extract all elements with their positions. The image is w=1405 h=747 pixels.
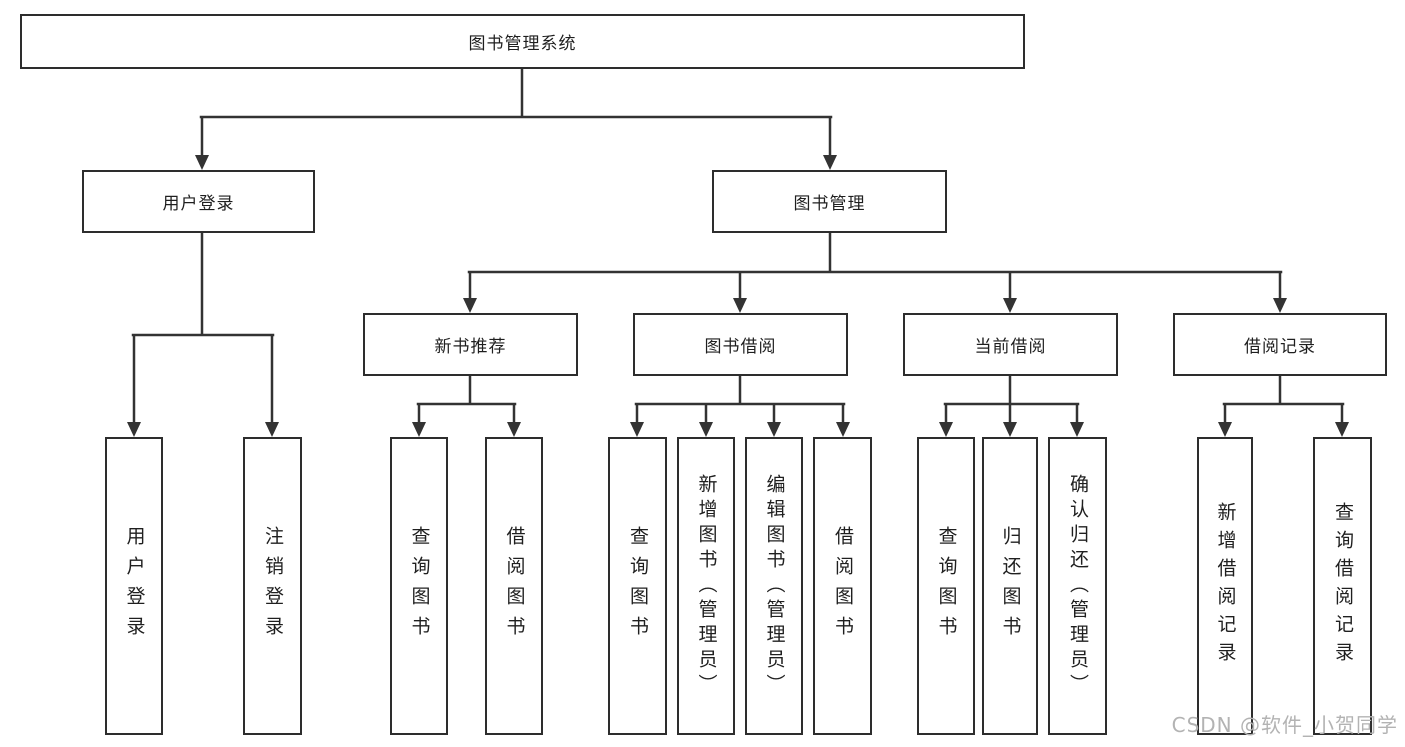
connector-book-management: [463, 231, 1287, 313]
connector-borrow-records: [1218, 374, 1349, 437]
leaf-return-books: 归还图书: [982, 437, 1038, 735]
leaf-logout: 注销登录: [243, 437, 302, 735]
watermark: CSDN @软件_小贺同学: [1171, 713, 1398, 737]
leaf-add-borrow-record: 新增借阅记录: [1197, 437, 1253, 735]
leaf-query-books-2: 查询图书: [608, 437, 667, 735]
node-borrow-records: 借阅记录: [1173, 313, 1387, 376]
leaf-confirm-return-admin: 确认归还（管理员）: [1048, 437, 1107, 735]
leaf-user-login: 用户登录: [105, 437, 163, 735]
leaf-query-books-3: 查询图书: [917, 437, 975, 735]
connector-root: [195, 67, 837, 170]
node-current-borrow: 当前借阅: [903, 313, 1118, 376]
leaf-query-borrow-record: 查询借阅记录: [1313, 437, 1372, 735]
connector-book-borrow: [630, 374, 850, 437]
connector-current-borrow: [939, 374, 1084, 437]
node-book-management: 图书管理: [712, 170, 947, 233]
leaf-edit-book-admin: 编辑图书（管理员）: [745, 437, 803, 735]
leaf-query-books-1: 查询图书: [390, 437, 448, 735]
node-book-borrow: 图书借阅: [633, 313, 848, 376]
connector-user-login: [127, 231, 279, 437]
node-user-login: 用户登录: [82, 170, 315, 233]
node-root-library-system: 图书管理系统: [20, 14, 1025, 69]
leaf-borrow-books-2: 借阅图书: [813, 437, 872, 735]
connector-new-book-recommend: [412, 374, 521, 437]
node-new-book-recommend: 新书推荐: [363, 313, 578, 376]
leaf-borrow-books-1: 借阅图书: [485, 437, 543, 735]
leaf-add-book-admin: 新增图书（管理员）: [677, 437, 735, 735]
